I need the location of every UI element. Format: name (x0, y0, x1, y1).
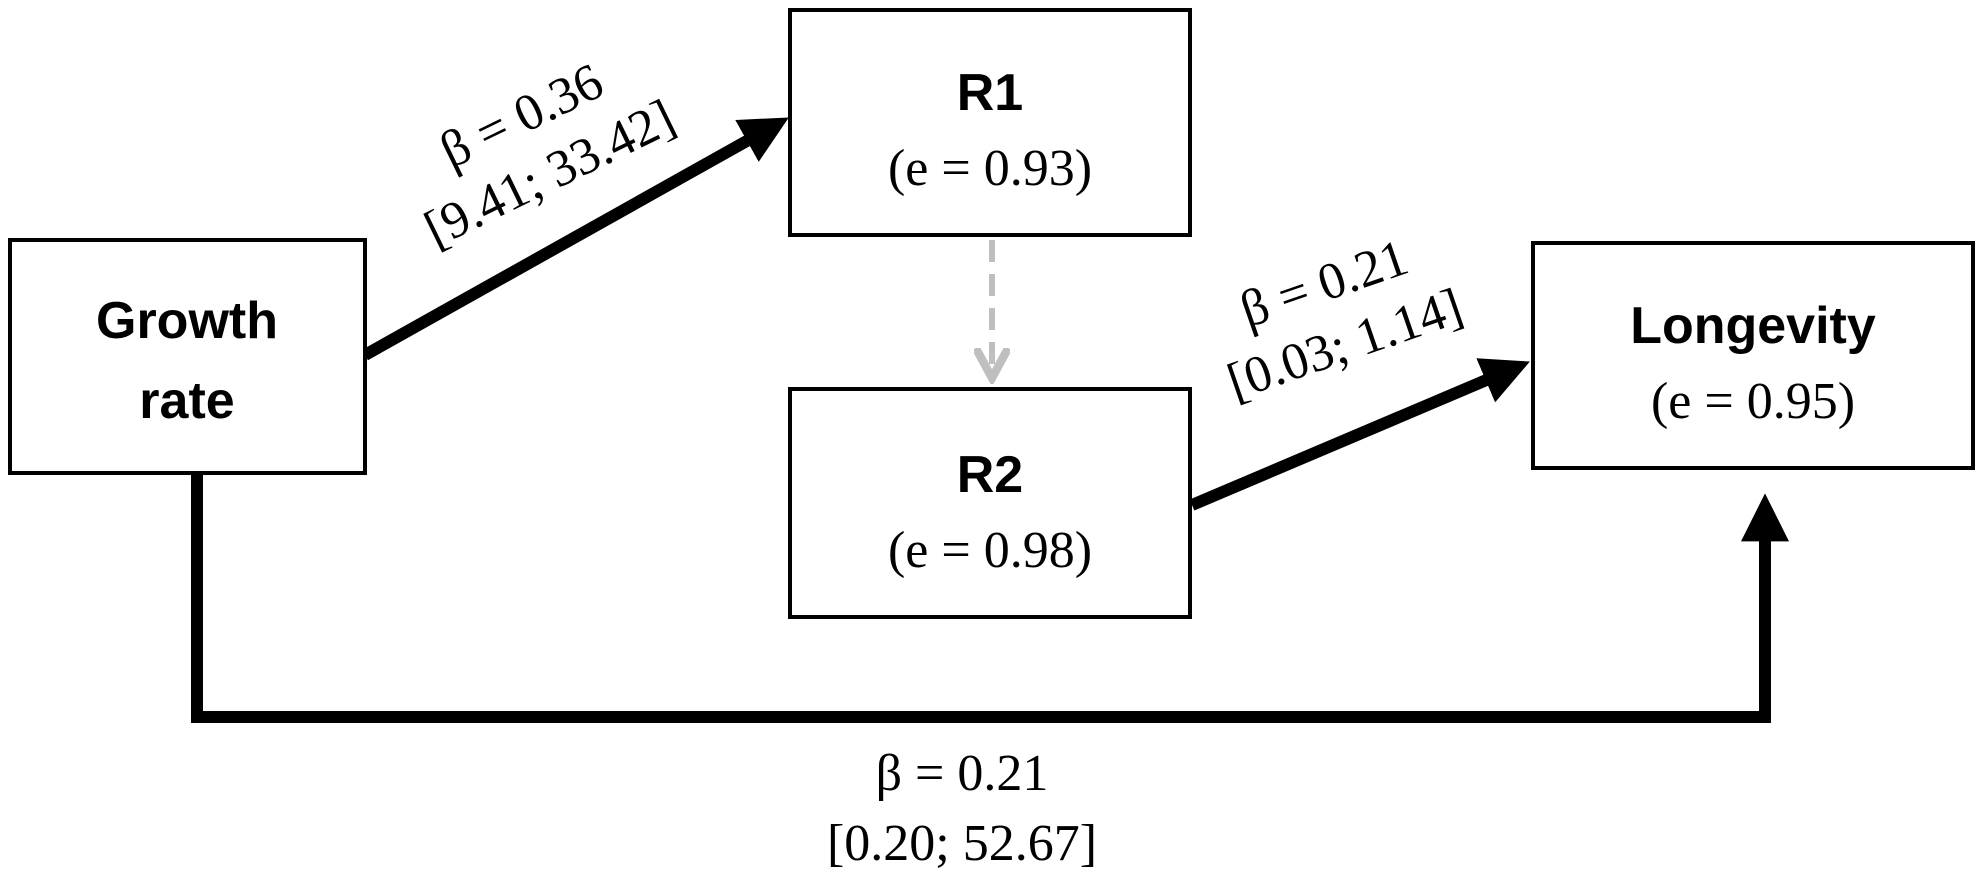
r2-error: (e = 0.98) (888, 522, 1092, 579)
longevity-error: (e = 0.95) (1651, 373, 1855, 430)
growth-rate-title-line1: Growth (96, 292, 278, 350)
edge-growth-to-longevity (191, 473, 1789, 723)
edge-r2-to-longevity (1189, 358, 1530, 511)
r2-title: R2 (957, 446, 1023, 504)
label-r2-to-longevity: β = 0.21 [0.03; 1.14] (1220, 229, 1469, 411)
growth-rate-title-line2: rate (139, 372, 234, 430)
label-growth-to-longevity: β = 0.21 [0.20; 52.67] (827, 745, 1097, 872)
longevity-title: Longevity (1630, 297, 1876, 355)
r1-error: (e = 0.93) (888, 140, 1092, 197)
r1-title: R1 (957, 64, 1023, 122)
label-growth-to-r1: β = 0.36 [9.41; 33.42] (416, 53, 684, 259)
edge-growth-to-r1 (362, 117, 789, 361)
coef-growth-to-longevity-beta: β = 0.21 (876, 745, 1049, 802)
coef-growth-to-longevity-ci: [0.20; 52.67] (827, 815, 1097, 872)
node-r2: R2 (e = 0.98) (788, 387, 1192, 619)
node-longevity: Longevity (e = 0.95) (1531, 241, 1975, 470)
node-growth-rate: Growth rate (8, 238, 367, 475)
node-r1: R1 (e = 0.93) (788, 8, 1192, 237)
